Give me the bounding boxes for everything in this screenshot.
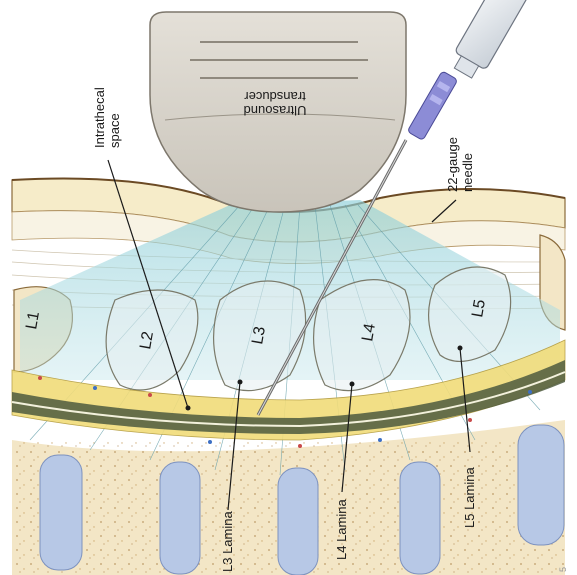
svg-text:22-gauge: 22-gauge — [445, 137, 460, 192]
l3-label: L3 — [249, 325, 269, 346]
svg-text:Intrathecal: Intrathecal — [92, 87, 107, 148]
l5-label: L5 — [469, 298, 489, 319]
l3-lamina-label: L3 Lamina — [220, 511, 235, 572]
intrathecal-pointer-dot — [186, 406, 191, 411]
svg-text:transducer: transducer — [244, 89, 306, 104]
l5-lamina-label: L5 Lamina — [462, 467, 477, 528]
svg-text:needle: needle — [460, 153, 475, 192]
l4-lamina-label: L4 Lamina — [334, 499, 349, 560]
transducer-label: Ultrasound transducer — [244, 89, 307, 118]
svg-text:Ultrasound: Ultrasound — [244, 103, 307, 118]
l3-lamina-pointer-dot — [238, 380, 243, 385]
l1-label: L1 — [23, 310, 43, 331]
svg-text:space: space — [107, 113, 122, 148]
l2-label: L2 — [137, 330, 157, 351]
corner-mark: 5 — [558, 567, 568, 572]
l4-lamina-pointer-dot — [350, 382, 355, 387]
l5-lamina-pointer-dot — [458, 346, 463, 351]
l4-label: L4 — [359, 322, 379, 343]
